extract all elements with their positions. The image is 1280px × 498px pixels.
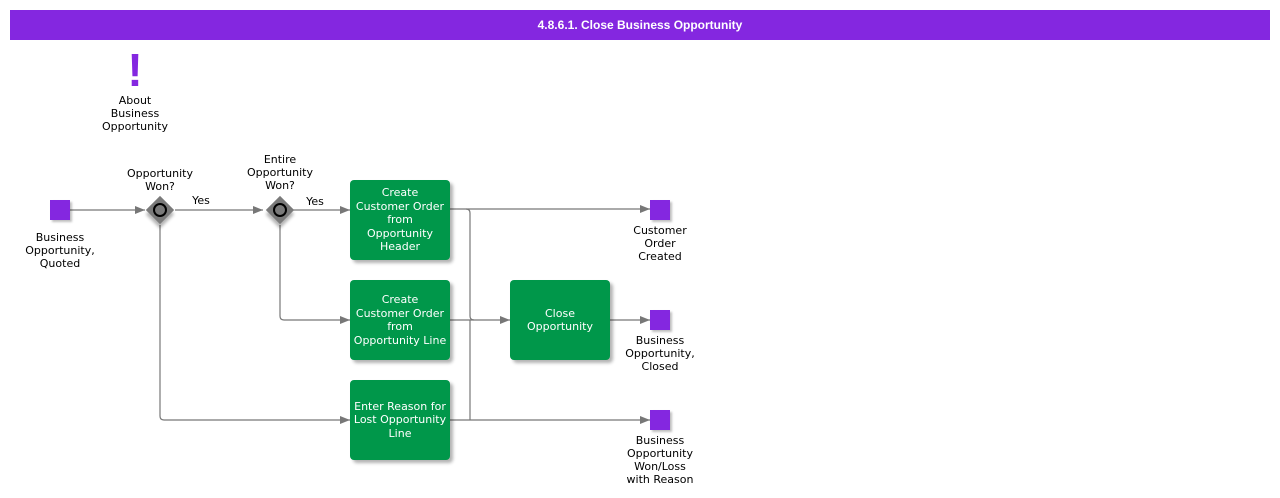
- flow-merge-to-close: [465, 208, 475, 420]
- task-create-order-from-line[interactable]: Create Customer Order from Opportunity L…: [350, 280, 450, 360]
- end-event-opportunity-closed[interactable]: [650, 310, 670, 330]
- task-create-order-from-header[interactable]: Create Customer Order from Opportunity H…: [350, 180, 450, 260]
- gateway-entire-won-label: Entire Opportunity Won?: [246, 153, 314, 192]
- start-event-label: Business Opportunity, Quoted: [25, 231, 95, 270]
- gateway-marker-icon: [273, 203, 287, 217]
- gateway-opportunity-won-yes-label: Yes: [192, 194, 210, 207]
- end-event-won-loss-reason[interactable]: [650, 410, 670, 430]
- gateway-marker-icon: [153, 203, 167, 217]
- end-event-order-created[interactable]: [650, 200, 670, 220]
- task-enter-reason-lost-line[interactable]: Enter Reason for Lost Opportunity Line: [350, 380, 450, 460]
- exclamation-icon: !: [127, 44, 143, 96]
- start-event[interactable]: [50, 200, 70, 220]
- gateway-entire-won-yes-label: Yes: [306, 195, 324, 208]
- end-event-opportunity-closed-label: Business Opportunity, Closed: [625, 334, 695, 373]
- annotation-label: About Business Opportunity: [101, 94, 169, 133]
- diagram-title: 4.8.6.1. Close Business Opportunity: [10, 10, 1270, 40]
- flow-gw1-no-to-reason-task: [159, 225, 350, 424]
- task-close-opportunity[interactable]: Close Opportunity: [510, 280, 610, 360]
- flow-gw2-no-to-line-task: [279, 225, 350, 324]
- end-event-order-created-label: Customer Order Created: [633, 224, 687, 263]
- gateway-opportunity-won-label: Opportunity Won?: [126, 167, 194, 193]
- end-event-won-loss-reason-label: Business Opportunity Won/Loss with Reaso…: [626, 434, 694, 486]
